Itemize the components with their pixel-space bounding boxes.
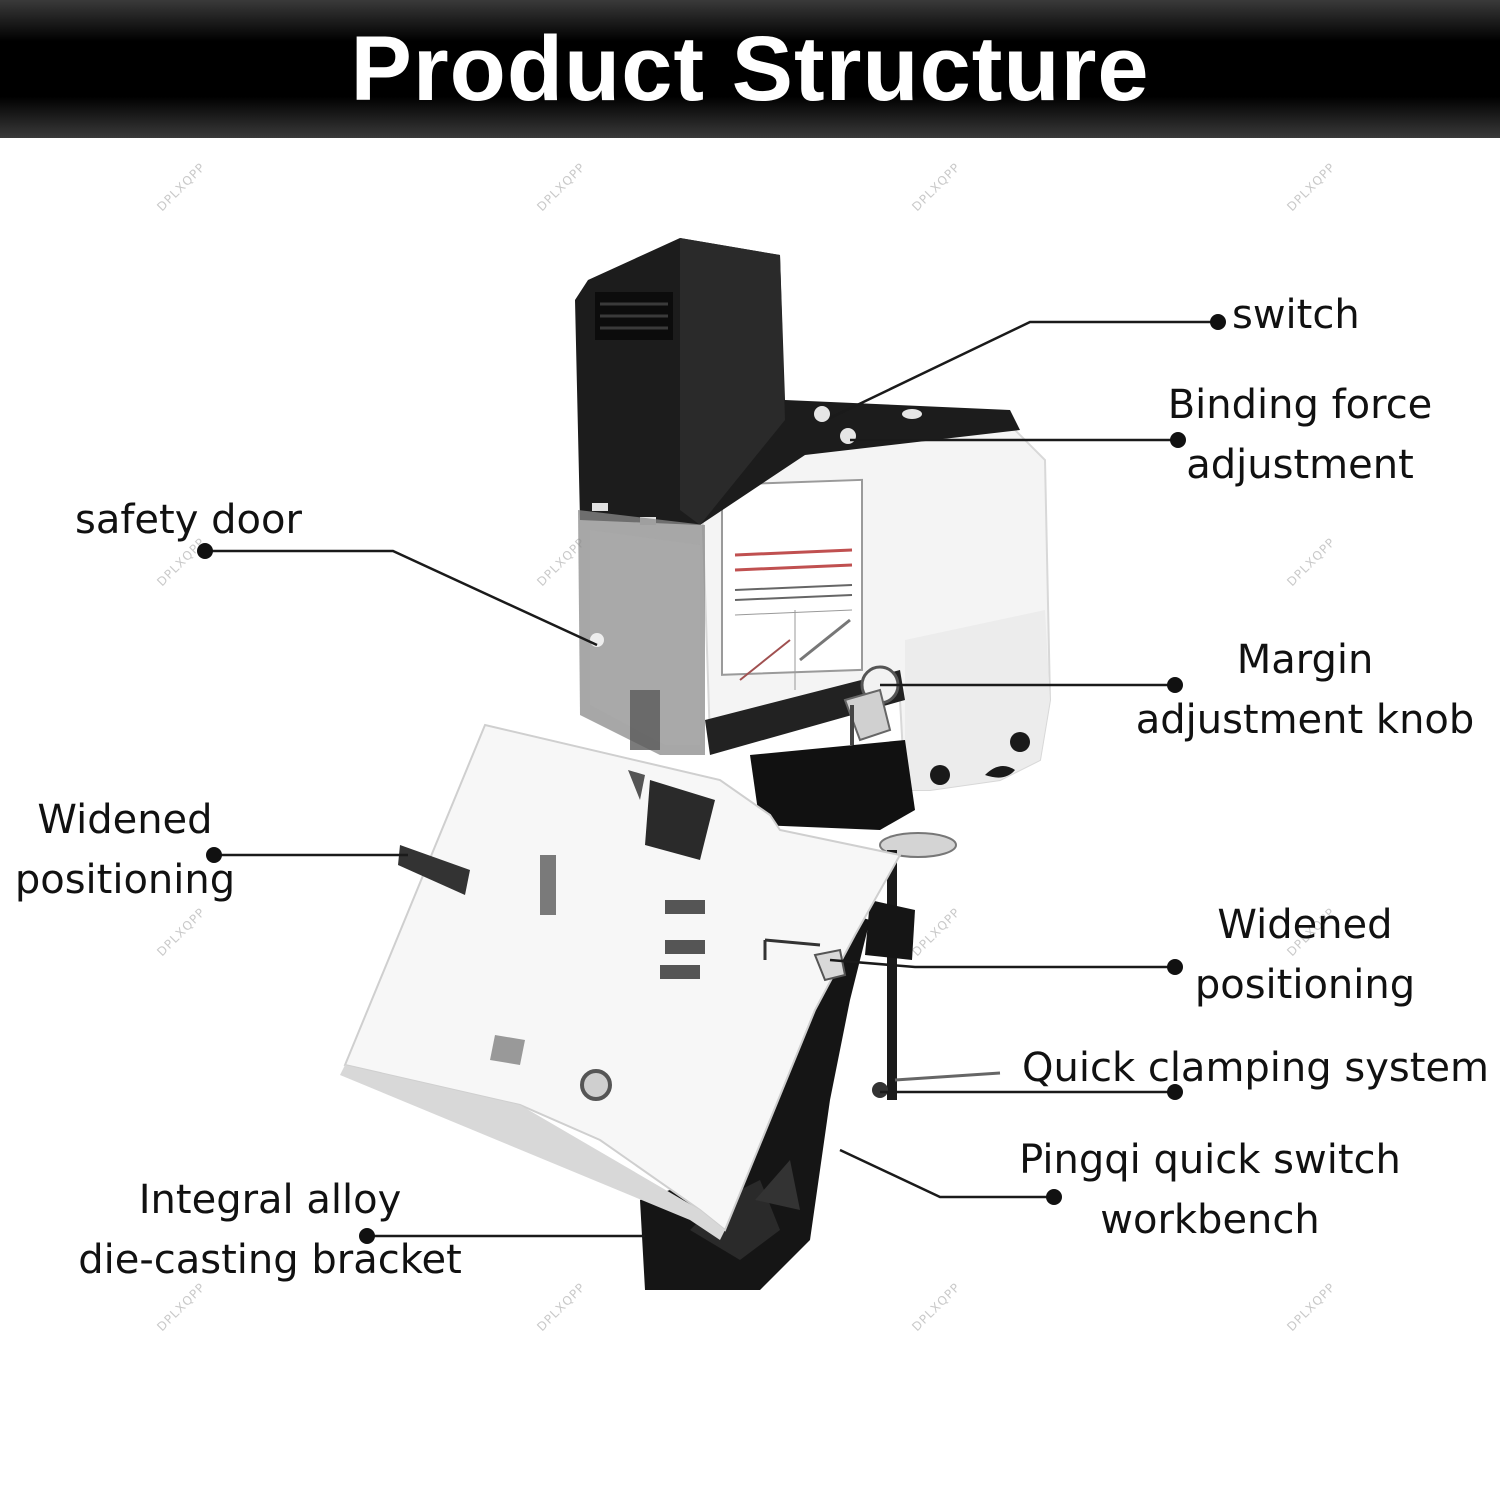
label-quick-clamp-text: Quick clamping system	[1022, 1045, 1489, 1091]
leader-widened-right	[829, 958, 1175, 969]
safety-door	[578, 510, 705, 755]
leader-pingqi	[839, 1148, 1054, 1199]
dot-quick-clamp	[1167, 1084, 1183, 1100]
leader-lines	[205, 320, 1218, 1238]
label-safety-door: safety door	[75, 490, 302, 550]
label-widened-right: Widened positioning	[1180, 895, 1430, 1015]
page-title: Product Structure	[350, 17, 1150, 120]
label-pingqi: Pingqi quick switch workbench	[1010, 1130, 1410, 1250]
label-bracket: Integral alloy die-casting bracket	[70, 1170, 470, 1290]
dot-widened-right	[1167, 959, 1183, 975]
leader-switch	[829, 320, 1218, 420]
workbench-plate	[340, 723, 902, 1240]
label-margin-line2: adjustment knob	[1135, 697, 1475, 743]
label-pingqi-line1: Pingqi quick switch	[1019, 1137, 1401, 1183]
dot-binding-force	[1170, 432, 1186, 448]
dot-safety-door	[197, 543, 213, 559]
leader-dots	[197, 314, 1226, 1244]
label-pingqi-line2: workbench	[1100, 1197, 1320, 1243]
label-bracket-line2: die-casting bracket	[78, 1237, 462, 1283]
label-switch: switch	[1232, 285, 1360, 345]
label-bracket-line1: Integral alloy	[138, 1177, 402, 1223]
label-binding-force: Binding force adjustment	[1150, 375, 1450, 495]
label-widened-left-line2: positioning	[14, 857, 236, 903]
clamp-system	[865, 832, 1001, 1100]
label-widened-left-line1: Widened	[37, 797, 213, 843]
dot-pingqi	[1046, 1189, 1062, 1205]
label-binding-force-line1: Binding force	[1167, 382, 1433, 428]
label-safety-door-text: safety door	[75, 497, 302, 543]
leader-safety-door	[205, 549, 598, 647]
label-margin: Margin adjustment knob	[1130, 630, 1480, 750]
dot-switch	[1210, 314, 1226, 330]
label-switch-text: switch	[1232, 292, 1360, 338]
dot-bracket	[359, 1228, 375, 1244]
stapler-head	[575, 238, 1020, 525]
label-quick-clamp: Quick clamping system	[1022, 1038, 1489, 1098]
label-widened-right-line2: positioning	[1194, 962, 1416, 1008]
label-binding-force-line2: adjustment	[1186, 442, 1414, 488]
label-margin-line1: Margin	[1236, 637, 1374, 683]
header-banner: Product Structure	[0, 0, 1500, 138]
stapler-body	[698, 428, 1052, 830]
label-widened-right-line1: Widened	[1217, 902, 1393, 948]
dot-widened-left	[206, 847, 222, 863]
label-widened-left: Widened positioning	[5, 790, 245, 910]
dot-margin	[1167, 677, 1183, 693]
